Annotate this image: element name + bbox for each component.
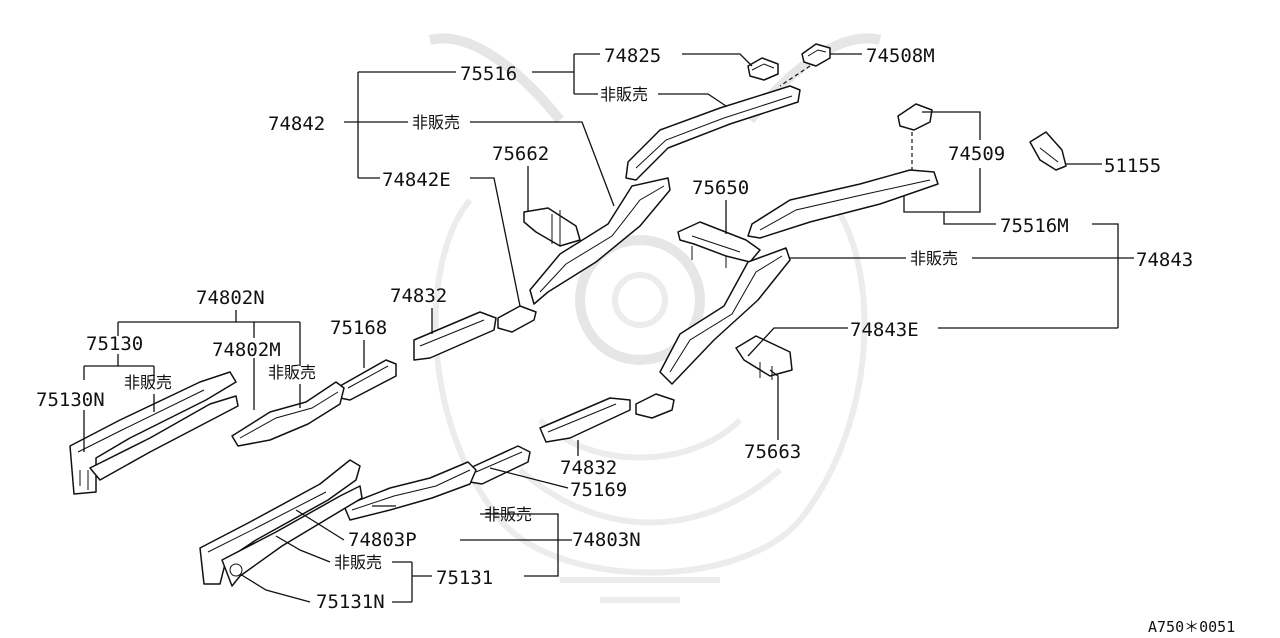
part-51155[interactable] [1029,131,1067,171]
label-75663[interactable]: 75663 [744,441,801,463]
label-not-for-sale-2: 非販売 [412,113,460,132]
part-75168[interactable] [339,359,397,401]
label-75130[interactable]: 75130 [86,333,143,355]
part-74509[interactable] [897,103,933,170]
part-74825[interactable] [747,57,779,81]
part-74508M[interactable] [779,43,831,87]
part-75130-rail[interactable] [69,371,239,495]
label-74842[interactable]: 74842 [268,113,325,135]
label-75168[interactable]: 75168 [330,317,387,339]
label-75662[interactable]: 75662 [492,143,549,165]
label-not-for-sale-3: 非販売 [910,249,958,268]
part-75169[interactable] [469,445,531,485]
label-75650[interactable]: 75650 [692,177,749,199]
label-75131N[interactable]: 75131N [316,591,385,613]
label-74803N[interactable]: 74803N [572,529,641,551]
part-74803P-rail[interactable] [343,461,477,521]
part-75131-rail[interactable] [199,459,363,587]
label-74508M[interactable]: 74508M [866,45,935,67]
label-74825[interactable]: 74825 [604,45,661,67]
label-75516M[interactable]: 75516M [1000,215,1069,237]
label-75130N[interactable]: 75130N [36,389,105,411]
part-74832-upper[interactable] [413,311,497,361]
label-74803P[interactable]: 74803P [348,529,417,551]
label-74842E[interactable]: 74842E [382,169,451,191]
label-not-for-sale-1: 非販売 [600,85,648,104]
label-75516[interactable]: 75516 [460,63,517,85]
label-75131[interactable]: 75131 [436,567,493,589]
label-not-for-sale-4: 非販売 [268,363,316,382]
label-not-for-sale-7: 非販売 [334,553,382,572]
label-74802N[interactable]: 74802N [196,287,265,309]
part-labels: 74825 74508M 75516 非販売 74842 非販売 75662 7… [36,45,1235,636]
part-75663[interactable] [735,335,793,380]
label-74509[interactable]: 74509 [948,143,1005,165]
part-74842-frame[interactable] [497,177,671,333]
footer-code: A750＊0051 [1148,618,1235,636]
part-75662[interactable] [523,207,581,247]
label-74843E[interactable]: 74843E [850,319,919,341]
label-51155[interactable]: 51155 [1104,155,1161,177]
part-74843-frame[interactable] [635,247,791,419]
label-75169[interactable]: 75169 [570,479,627,501]
label-not-for-sale-6: 非販売 [484,505,532,524]
part-75516-rail[interactable] [625,85,801,181]
part-74832-lower[interactable] [539,397,631,443]
label-74802M[interactable]: 74802M [212,339,281,361]
label-74832-upper[interactable]: 74832 [390,285,447,307]
label-74832-lower[interactable]: 74832 [560,457,617,479]
part-74802M-rail[interactable] [231,381,345,447]
part-75516M-rail[interactable] [747,169,939,239]
leader-lines [83,53,1134,603]
label-not-for-sale-5: 非販売 [124,373,172,392]
label-74843[interactable]: 74843 [1136,249,1193,271]
